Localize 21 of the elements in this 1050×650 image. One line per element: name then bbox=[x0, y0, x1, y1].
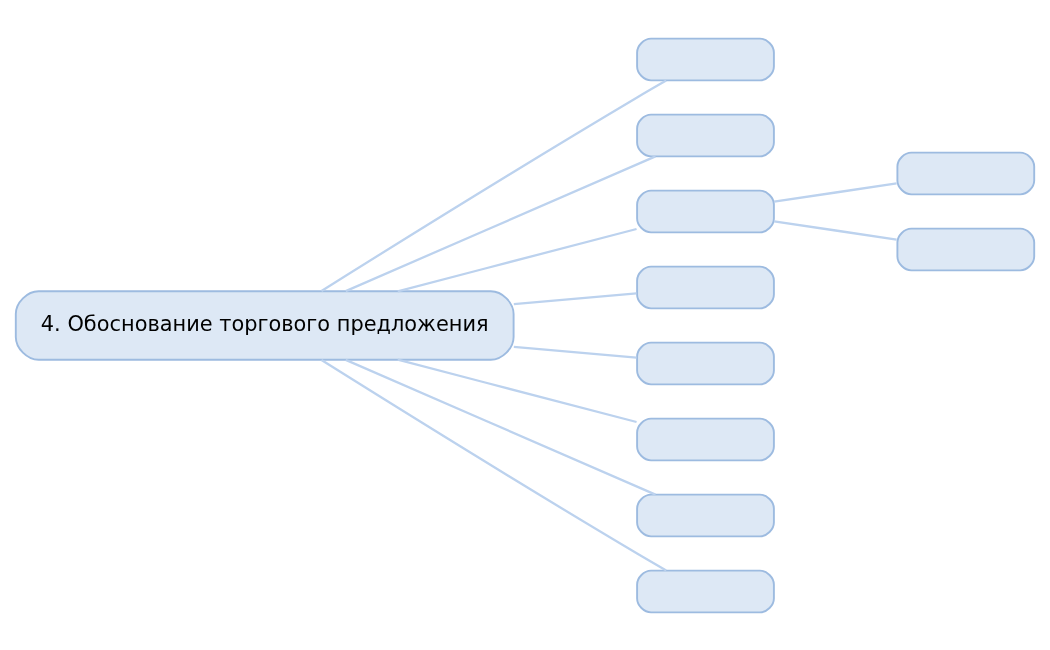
node-box bbox=[636, 569, 775, 613]
node-box bbox=[896, 227, 1036, 271]
connector bbox=[397, 358, 637, 423]
node-box bbox=[896, 151, 1036, 195]
connector bbox=[345, 154, 656, 292]
node-box bbox=[636, 265, 775, 309]
node-box bbox=[636, 417, 775, 461]
node-box bbox=[636, 493, 775, 537]
connector bbox=[513, 291, 637, 305]
node-box bbox=[636, 341, 775, 385]
node-box: 4. Обоснование торгового предложения bbox=[14, 289, 515, 361]
node-box bbox=[636, 113, 775, 157]
connector bbox=[513, 345, 637, 359]
connector bbox=[397, 227, 637, 292]
node-box bbox=[636, 189, 775, 233]
connector bbox=[773, 219, 897, 241]
connector bbox=[345, 358, 656, 496]
connector bbox=[773, 181, 897, 203]
node-box bbox=[636, 37, 775, 81]
connector bbox=[320, 79, 667, 292]
connector bbox=[320, 358, 667, 571]
